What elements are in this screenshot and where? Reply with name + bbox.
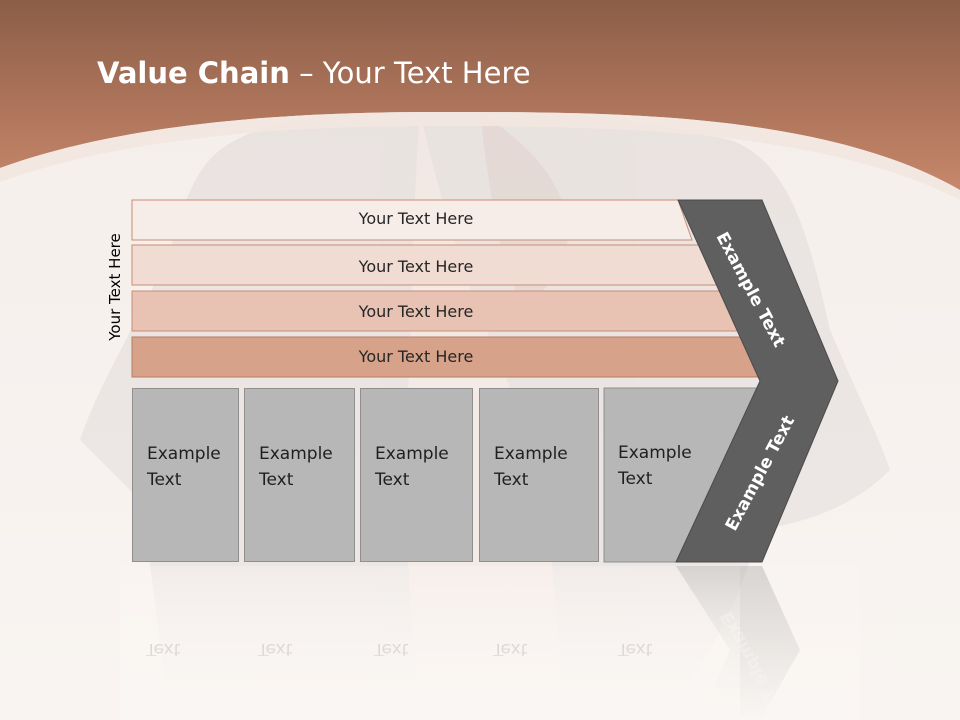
chevron-arrow [675, 199, 839, 563]
title-rest: – Your Text Here [289, 56, 531, 90]
bar-1 [131, 199, 693, 241]
side-label: Your Text Here [106, 233, 124, 341]
bar-2-label: Your Text Here [358, 257, 474, 276]
header-band [0, 0, 960, 190]
slide-title: Value Chain – Your Text Here [97, 56, 531, 90]
reflection-fade [120, 566, 740, 720]
bar-4-label: Your Text Here [358, 347, 474, 366]
bar-1-label: Your Text Here [358, 209, 474, 228]
header-swoosh [0, 111, 960, 200]
bar-3-label: Your Text Here [358, 302, 474, 321]
title-bold: Value Chain [97, 56, 290, 90]
